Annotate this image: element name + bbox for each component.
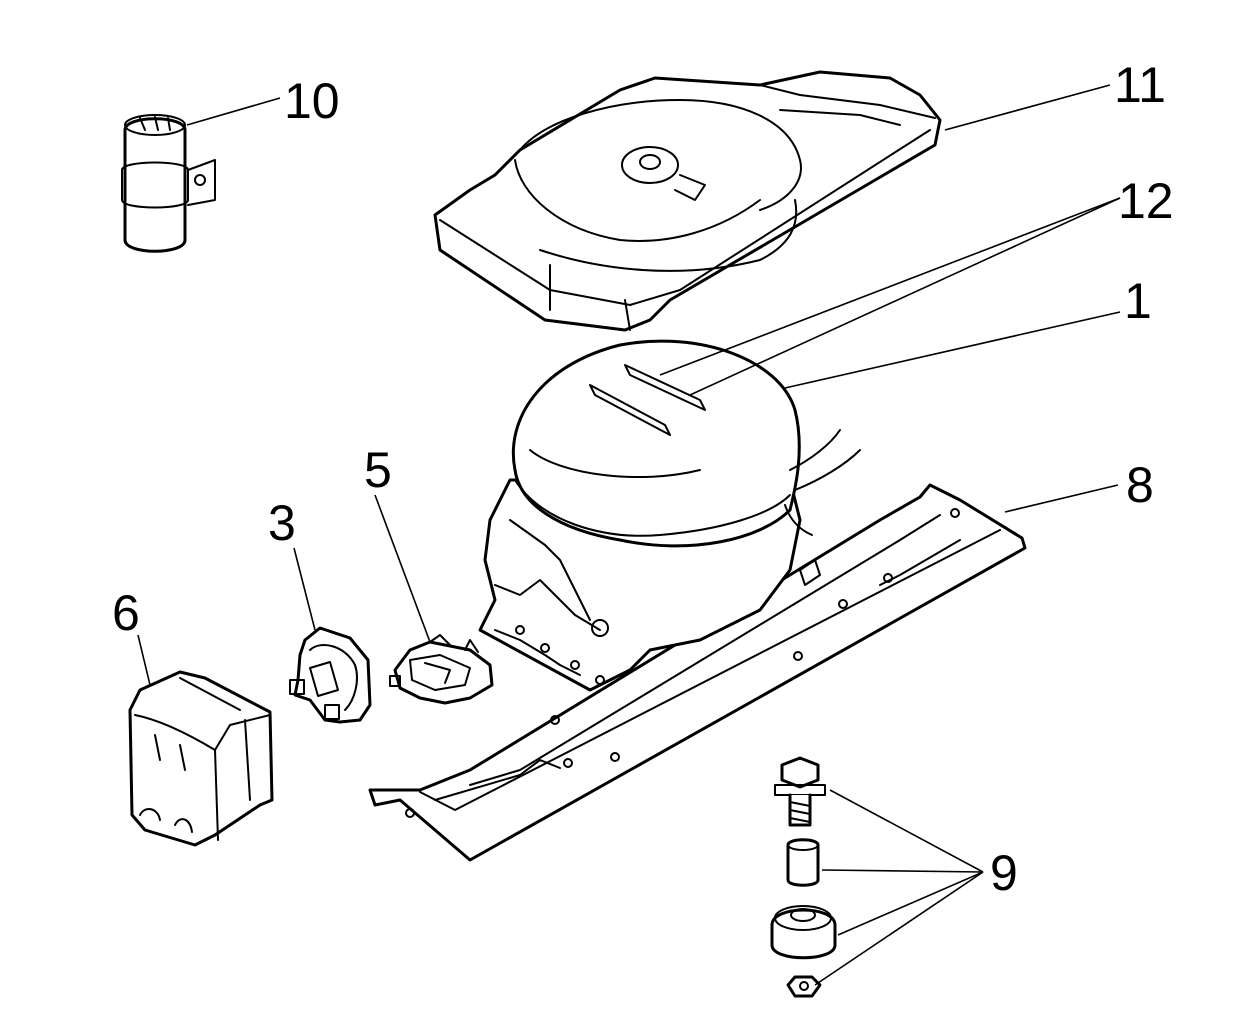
mounting-kit — [770, 756, 837, 998]
label-compressor: 1 — [1124, 273, 1152, 329]
leader-lines — [137, 84, 1121, 986]
label-mounting-kit: 9 — [990, 845, 1018, 901]
label-capacitor: 10 — [284, 73, 340, 129]
compressor — [478, 339, 861, 692]
capacitor — [121, 114, 216, 253]
label-base-plate: 8 — [1126, 457, 1154, 513]
drip-tray — [433, 70, 942, 332]
label-tray-clips: 12 — [1118, 173, 1174, 229]
overload-protector — [389, 634, 494, 705]
label-cover: 6 — [112, 585, 140, 641]
relay — [289, 626, 372, 724]
label-drip-tray: 11 — [1114, 57, 1166, 113]
label-overload: 5 — [364, 442, 392, 498]
relay-cover — [128, 670, 274, 847]
label-relay: 3 — [268, 495, 296, 551]
base-plate — [368, 483, 1027, 862]
